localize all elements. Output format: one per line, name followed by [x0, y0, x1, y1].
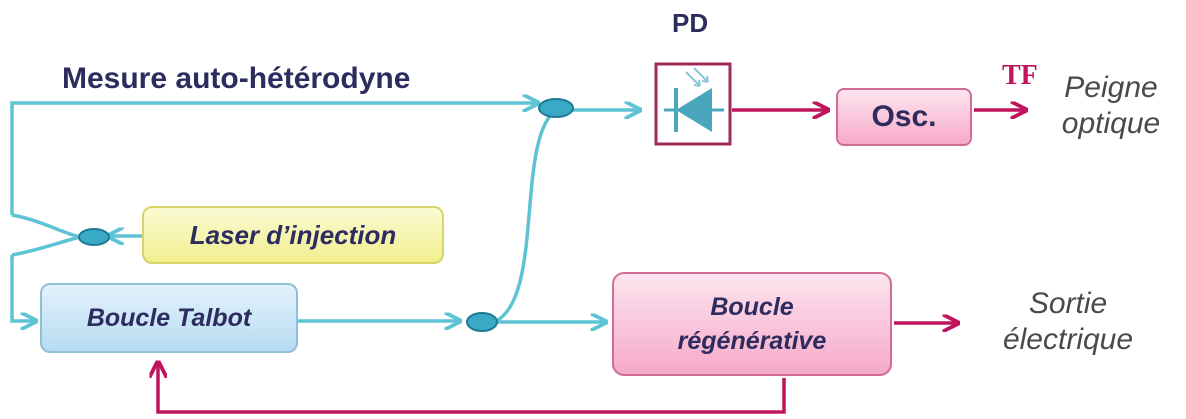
fiber-split-curve-down [11, 235, 81, 257]
regen-label-line1: Boucle [710, 293, 794, 321]
coupler-top [538, 98, 574, 118]
laser-injection-label: Laser d’injection [189, 219, 397, 250]
peigne-line1: Peigne [1064, 71, 1158, 104]
fiber-top-to-coupler [10, 103, 538, 215]
pd-label: PD [672, 8, 709, 38]
oscilloscope-label: Osc. [871, 100, 937, 133]
optical-comb-output: Peigne optique [1036, 70, 1186, 142]
diagram-title: Mesure auto-hétérodyne [62, 62, 411, 95]
sortie-line2: électrique [1002, 323, 1134, 356]
photodetector [654, 62, 732, 146]
fiber-down-to-talbot [10, 255, 36, 321]
oscilloscope-box: Osc. [836, 88, 972, 146]
wire-feedback [158, 362, 786, 414]
electrical-paths [158, 110, 1026, 414]
regen-label-line2: régénérative [677, 327, 827, 355]
talbot-loop-label: Boucle Talbot [86, 303, 252, 332]
laser-injection-box: Laser d’injection [142, 206, 444, 264]
sortie-line1: Sortie [1028, 287, 1108, 320]
photodiode-icon [676, 88, 712, 132]
peigne-line2: optique [1061, 107, 1161, 140]
fiber-coupler-up-curve [493, 108, 558, 324]
tf-label: TF [1002, 60, 1038, 91]
light-rays-icon [685, 67, 709, 87]
electrical-output: Sortie électrique [968, 286, 1168, 358]
coupler-bottom [466, 312, 498, 332]
fiber-split-curve-up [11, 213, 81, 239]
regenerative-loop-box: Boucle régénérative [612, 272, 892, 376]
optical-paths [10, 103, 640, 324]
talbot-loop-box: Boucle Talbot [40, 283, 298, 353]
coupler-left [78, 228, 110, 246]
